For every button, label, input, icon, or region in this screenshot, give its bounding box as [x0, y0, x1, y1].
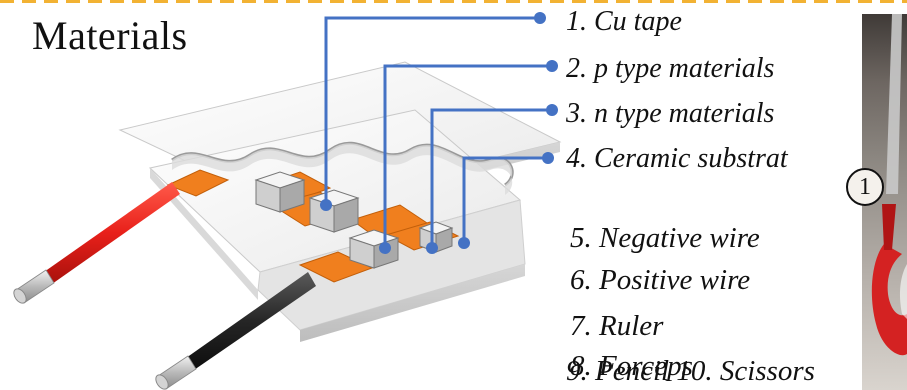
photo-marker: 1 [846, 168, 884, 206]
slide-title: Materials [32, 13, 188, 58]
scissors-icon [871, 14, 907, 356]
negative-wire [155, 272, 316, 390]
thermoelectric-legs [254, 171, 454, 269]
leader-dots [320, 12, 558, 254]
leader-lines [324, 16, 552, 248]
positive-wire [13, 182, 180, 304]
top-dashed-border [0, 0, 907, 3]
